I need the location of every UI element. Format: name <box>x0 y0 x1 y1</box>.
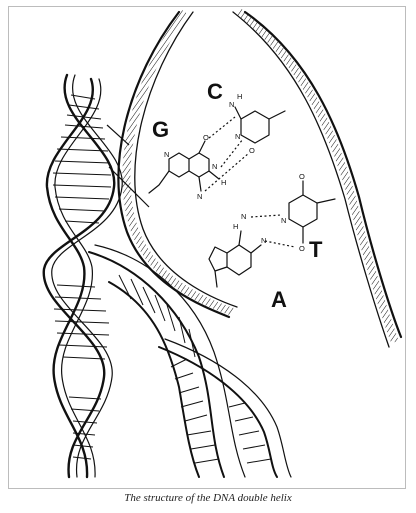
magnification-callout-lines <box>106 124 150 208</box>
svg-text:H: H <box>233 222 238 231</box>
helix-strands <box>42 73 123 479</box>
svg-text:N: N <box>235 132 240 141</box>
adenine-thymine-pair: T A O O N H N N <box>208 172 336 312</box>
base-label-c: C <box>207 79 223 104</box>
svg-text:N: N <box>212 162 217 171</box>
svg-text:O: O <box>299 172 305 181</box>
helix-unwinding-ribbon <box>88 244 292 478</box>
svg-text:N: N <box>229 100 234 109</box>
magnified-backbone-left <box>117 9 238 319</box>
base-label-a: A <box>271 287 287 312</box>
base-label-g: G <box>152 117 169 142</box>
svg-text:N: N <box>164 150 169 159</box>
svg-text:O: O <box>203 133 209 142</box>
illustration-frame: G C N O N H N N H O N T A <box>8 6 406 489</box>
svg-text:N: N <box>261 236 266 245</box>
svg-text:N: N <box>281 216 286 225</box>
magnified-backbone-right <box>232 8 403 348</box>
helix-base-pair-rungs <box>52 94 112 460</box>
svg-text:H: H <box>237 92 242 101</box>
svg-text:H: H <box>221 178 226 187</box>
svg-text:O: O <box>249 146 255 155</box>
svg-text:N: N <box>197 192 202 201</box>
guanine-cytosine-pair: G C N O N H N N H O N <box>148 79 286 201</box>
dna-double-helix-illustration: G C N O N H N N H O N T A <box>42 8 403 479</box>
svg-text:N: N <box>241 212 246 221</box>
svg-text:O: O <box>299 244 305 253</box>
base-label-t: T <box>309 237 323 262</box>
figure-caption: The structure of the DNA double helix <box>124 492 292 504</box>
